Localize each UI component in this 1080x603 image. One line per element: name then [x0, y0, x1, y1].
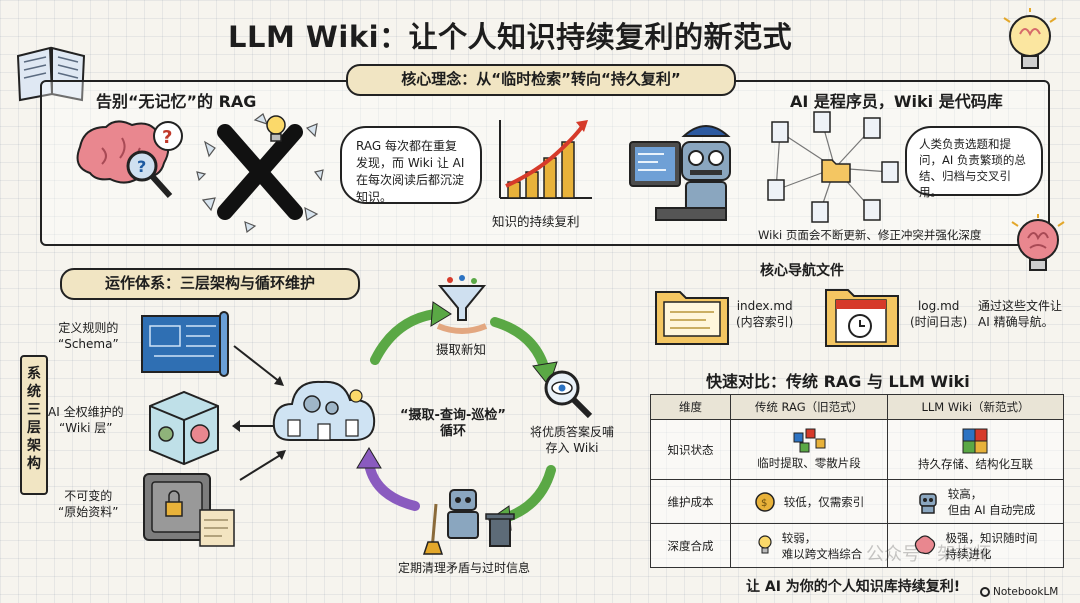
notebooklm-logo-icon: [980, 587, 990, 597]
svg-text:$: $: [761, 498, 767, 509]
shattered-x-icon: [196, 113, 324, 234]
svg-text:?: ?: [162, 127, 172, 148]
robot-icon: [918, 492, 937, 514]
log-md-label: log.md (时间日志): [910, 299, 968, 329]
step-ingest-label: 摄取新知: [436, 342, 487, 357]
query-magnifier-icon: [544, 370, 593, 419]
human-ai-roles-bubble: 人类负责选题和提问，AI 负责繁琐的总结、归档与交叉引用。: [905, 126, 1043, 199]
wiki-depth-text: 极强，知识随时间 持续进化: [945, 530, 1038, 561]
row-dimension: 维护成本: [650, 479, 731, 524]
cycle-arrows: [356, 301, 558, 531]
growth-label: 知识的持续复利: [492, 214, 580, 229]
svg-text:?: ?: [137, 157, 146, 176]
page-title: LLM Wiki：让个人知识持续复利的新范式: [228, 20, 793, 54]
comparison-heading: 快速对比：传统 RAG 与 LLM Wiki: [706, 372, 970, 391]
coin-icon: $: [754, 491, 775, 512]
rag-depth-text: 较弱， 难以跨文档综合: [781, 530, 863, 561]
wiki-cell: 极强，知识随时间 持续进化: [886, 523, 1065, 568]
rag-cell: 临时提取、零散片段: [730, 419, 888, 480]
robot-programmer-icon: [629, 125, 731, 221]
layer-raw-label: 不可变的 “原始资料”: [58, 489, 119, 519]
scattered-puzzle-icon: [793, 428, 826, 452]
ai-programmer-heading: AI 是程序员，Wiki 是代码库: [790, 92, 1003, 111]
watermark: 公众号 · 架构师: [866, 544, 992, 565]
operations-pill: 运作体系：三层架构与循环维护: [60, 268, 360, 300]
wiki-cell: 较高， 但由 AI 自动完成: [886, 479, 1065, 524]
open-book-icon: [16, 46, 86, 102]
raw-data-safe-icon: [143, 473, 235, 547]
log-calendar-icon: [825, 289, 899, 347]
table-row: 维护成本 $ 较低，仅需索引 较高， 但由 AI 自动完成: [650, 479, 1065, 524]
rag-cell: 较弱， 难以跨文档综合: [730, 523, 888, 568]
wiki-cell: 持久存储、结构化互联: [886, 419, 1065, 480]
nav-files-heading: 核心导航文件: [760, 263, 844, 279]
rag-state-text: 临时提取、零散片段: [757, 455, 861, 470]
wiki-state-text: 持久存储、结构化互联: [917, 456, 1033, 471]
step-lint-label: 定期清理矛盾与过时信息: [398, 561, 531, 575]
dim-bulb-icon: [758, 534, 772, 553]
rag-cell: $ 较低，仅需索引: [730, 479, 888, 524]
brain-icon: [915, 534, 936, 554]
core-concept-pill: 核心理念：从“临时检索”转向“持久复利”: [346, 64, 736, 96]
brain-bulb-icon: [1011, 214, 1065, 271]
brand: NotebookLM: [980, 586, 1058, 598]
lightbulb-brain-icon: [1003, 8, 1057, 69]
cloud-hub-icon: [272, 380, 376, 441]
brand-label: NotebookLM: [993, 586, 1059, 598]
lightbulb-icon: [266, 115, 286, 142]
row-dimension: 深度合成: [650, 523, 731, 568]
cycle-center-label: “摄取-查询-巡检” 循环: [400, 408, 506, 439]
rag-vs-wiki-bubble: RAG 每次都在重复发现，而 Wiki 让 AI 在每次阅读后都沉淀知识。: [340, 126, 482, 204]
blueprint-schema-icon: [141, 311, 229, 377]
nav-files-desc: 通过这些文件让 AI 精确导航。: [978, 299, 1063, 329]
lint-robot-icon: [422, 489, 515, 555]
wiki-update-note: Wiki 页面会不断更新、修正冲突并强化深度: [758, 228, 982, 242]
comparison-table: 维度 传统 RAG（旧范式） LLM Wiki（新范式） 知识状态 临时提取、零…: [650, 394, 1065, 568]
table-row: 知识状态 临时提取、零散片段 持久存储、结构化互联: [650, 419, 1065, 480]
joined-puzzle-icon: [962, 428, 988, 453]
three-layer-vertical-label: 系统三层架构: [20, 355, 48, 495]
ingest-funnel-icon: [436, 275, 488, 334]
brain-magnifier-icon: ?: [76, 120, 173, 199]
footer-slogan: 让 AI 为你的个人知识库持续复利!: [746, 579, 961, 595]
table-row: 深度合成 较弱， 难以跨文档综合 极强，知识随时间 持续进化: [650, 523, 1065, 568]
index-folder-icon: [655, 291, 729, 345]
col-wiki: LLM Wiki（新范式）: [886, 394, 1065, 420]
col-dimension: 维度: [650, 394, 731, 420]
question-bubble-icon: ?: [153, 121, 183, 151]
wiki-cost-text: 较高， 但由 AI 自动完成: [947, 486, 1036, 517]
wiki-layer-cube-icon: [149, 390, 219, 466]
no-memory-rag-heading: 告别“无记忆”的 RAG: [96, 92, 257, 111]
rag-cost-text: 较低，仅需索引: [783, 494, 865, 509]
step-store-label: 将优质答案反哺 存入 Wiki: [530, 425, 615, 455]
document-network-icon: [767, 111, 899, 223]
growth-chart-icon: [499, 120, 592, 199]
layer-schema-label: 定义规则的 “Schema”: [58, 321, 119, 351]
index-md-label: index.md (内容索引): [736, 299, 794, 329]
col-rag: 传统 RAG（旧范式）: [730, 394, 888, 420]
row-dimension: 知识状态: [650, 419, 731, 480]
layer-wiki-label: AI 全权维护的 “Wiki 层”: [48, 405, 124, 435]
